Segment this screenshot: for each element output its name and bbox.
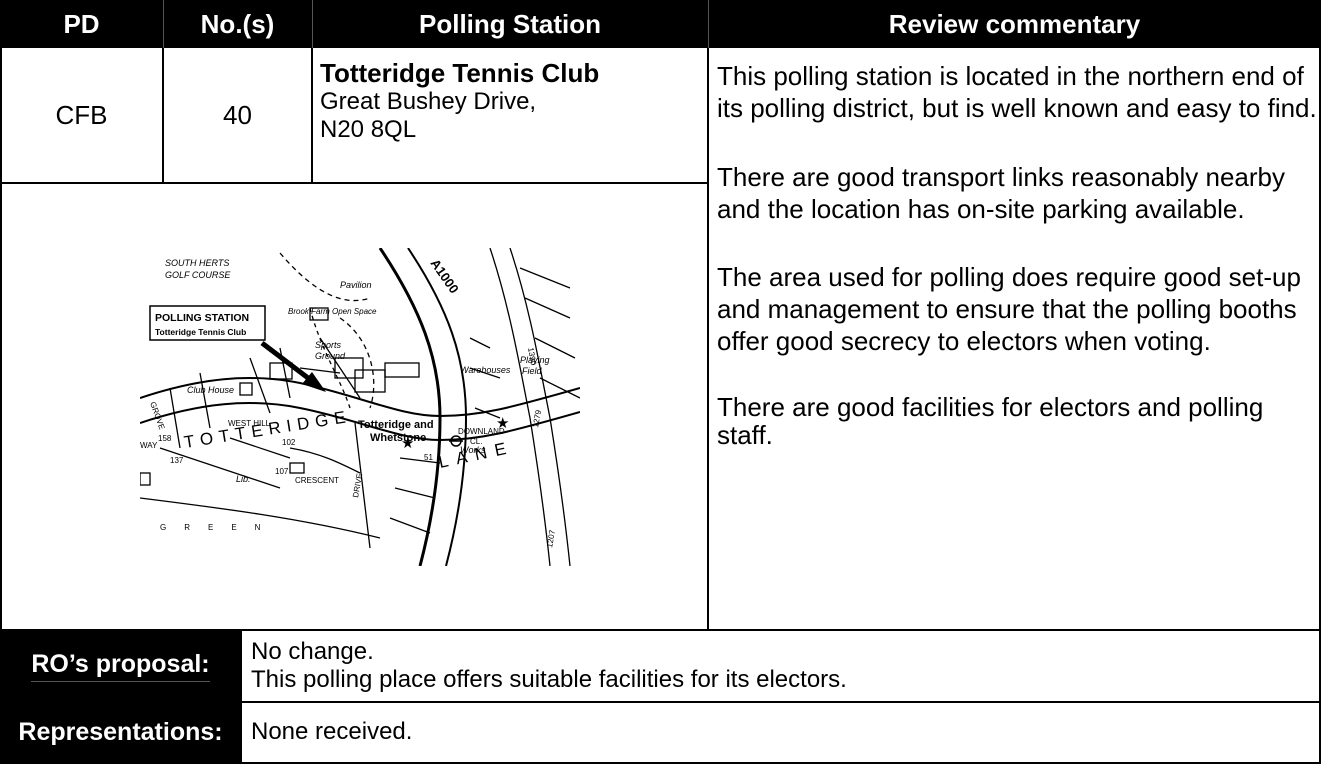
representations-text: None received.: [251, 718, 413, 745]
commentary-paragraph: The area used for polling does require g…: [717, 262, 1301, 356]
map-label: WAY: [140, 441, 158, 450]
representations-label-cell: Representations:: [0, 702, 241, 764]
station-address-line1: Great Bushey Drive,: [320, 88, 537, 115]
map-label: 158: [158, 434, 172, 443]
commentary-cell: This polling station is located in the n…: [708, 48, 1321, 630]
station-cell: Totteridge Tennis Club Great Bushey Driv…: [312, 48, 708, 183]
commentary-paragraph: There are good facilities for electors a…: [717, 392, 1264, 450]
proposal-label: RO’s proposal:: [31, 650, 210, 682]
header-nos-label: No.(s): [200, 8, 275, 39]
station-address-line2: N20 8QL: [320, 116, 417, 143]
map-label: Sports: [315, 340, 342, 350]
nos-cell: 40: [163, 48, 312, 183]
station-name: Totteridge Tennis Club: [320, 58, 600, 88]
map-label: 107: [275, 467, 289, 476]
header-station: Polling Station: [312, 0, 708, 48]
grid-line: [241, 701, 1321, 703]
grid-line: [0, 629, 1321, 631]
proposal-line2: This polling place offers suitable facil…: [251, 666, 847, 693]
map-callout-sub: Totteridge Tennis Club: [155, 327, 246, 337]
map-label: Playing: [520, 355, 550, 365]
map-label: SOUTH HERTS: [165, 258, 229, 268]
commentary-paragraph: There are good transport links reasonabl…: [717, 162, 1285, 224]
map-label: Warehouses: [460, 365, 511, 375]
map-label: 1390: [526, 347, 538, 367]
map-label: DOWNLAND: [458, 427, 505, 436]
map-callout-title: POLLING STATION: [155, 312, 249, 324]
pd-value: CFB: [55, 100, 108, 130]
nos-value: 40: [223, 100, 252, 130]
map-label: GREEN: [160, 523, 278, 532]
map-label: Brook Farm Open Space: [288, 307, 377, 316]
map-label: Works: [460, 445, 486, 455]
map-label: Field: [522, 366, 543, 376]
map-label: WEST HILL: [228, 419, 271, 428]
location-map: POLLING STATION Totteridge Tennis Club S…: [140, 248, 580, 566]
proposal-line1: No change.: [251, 638, 374, 665]
proposal-text-cell: No change. This polling place offers sui…: [241, 630, 1321, 702]
grid-line: [311, 48, 313, 183]
map-label: 137: [170, 456, 184, 465]
map-road-label: TOTTERIDGE: [183, 407, 353, 452]
grid-line: [240, 630, 242, 764]
header-separator: [163, 0, 164, 48]
map-place-label: Totteridge and: [358, 419, 434, 431]
header-commentary: Review commentary: [708, 0, 1321, 48]
map-label: 1279: [531, 409, 543, 429]
grid-line: [0, 48, 2, 630]
map-label: CRESCENT: [295, 476, 339, 485]
representations-label: Representations:: [18, 717, 223, 746]
grid-line: [0, 762, 1321, 764]
map-label: 51: [424, 453, 433, 462]
map-label: CL.: [470, 437, 482, 446]
representations-text-cell: None received.: [241, 702, 1321, 764]
header-pd: PD: [0, 0, 163, 48]
pd-cell: CFB: [0, 48, 163, 183]
grid-line: [707, 48, 709, 630]
map-cell: POLLING STATION Totteridge Tennis Club S…: [0, 183, 708, 630]
station-star-icon: ★: [401, 435, 414, 452]
grid-line: [1319, 48, 1321, 764]
header-pd-label: PD: [63, 8, 100, 39]
map-label: Club House: [187, 385, 234, 395]
header-separator: [708, 0, 709, 48]
proposal-label-cell: RO’s proposal:: [0, 630, 241, 702]
map-label: DRIVE: [351, 473, 364, 499]
map-label: GOLF COURSE: [165, 270, 231, 280]
map-label: Pavilion: [340, 280, 372, 290]
header-commentary-label: Review commentary: [888, 8, 1141, 39]
commentary-paragraph: This polling station is located in the n…: [717, 61, 1317, 123]
grid-line: [0, 182, 709, 184]
map-label: 102: [282, 438, 296, 447]
map-label: Ground: [315, 351, 346, 361]
map-label: 1207: [545, 529, 557, 549]
header-station-label: Polling Station: [419, 8, 601, 39]
grid-line: [162, 48, 164, 183]
header-separator: [312, 0, 313, 48]
station-star-icon: ★: [496, 415, 509, 432]
header-nos: No.(s): [163, 0, 312, 48]
map-place-label: Whetstone: [370, 432, 426, 444]
map-label: Lib.: [236, 474, 251, 484]
